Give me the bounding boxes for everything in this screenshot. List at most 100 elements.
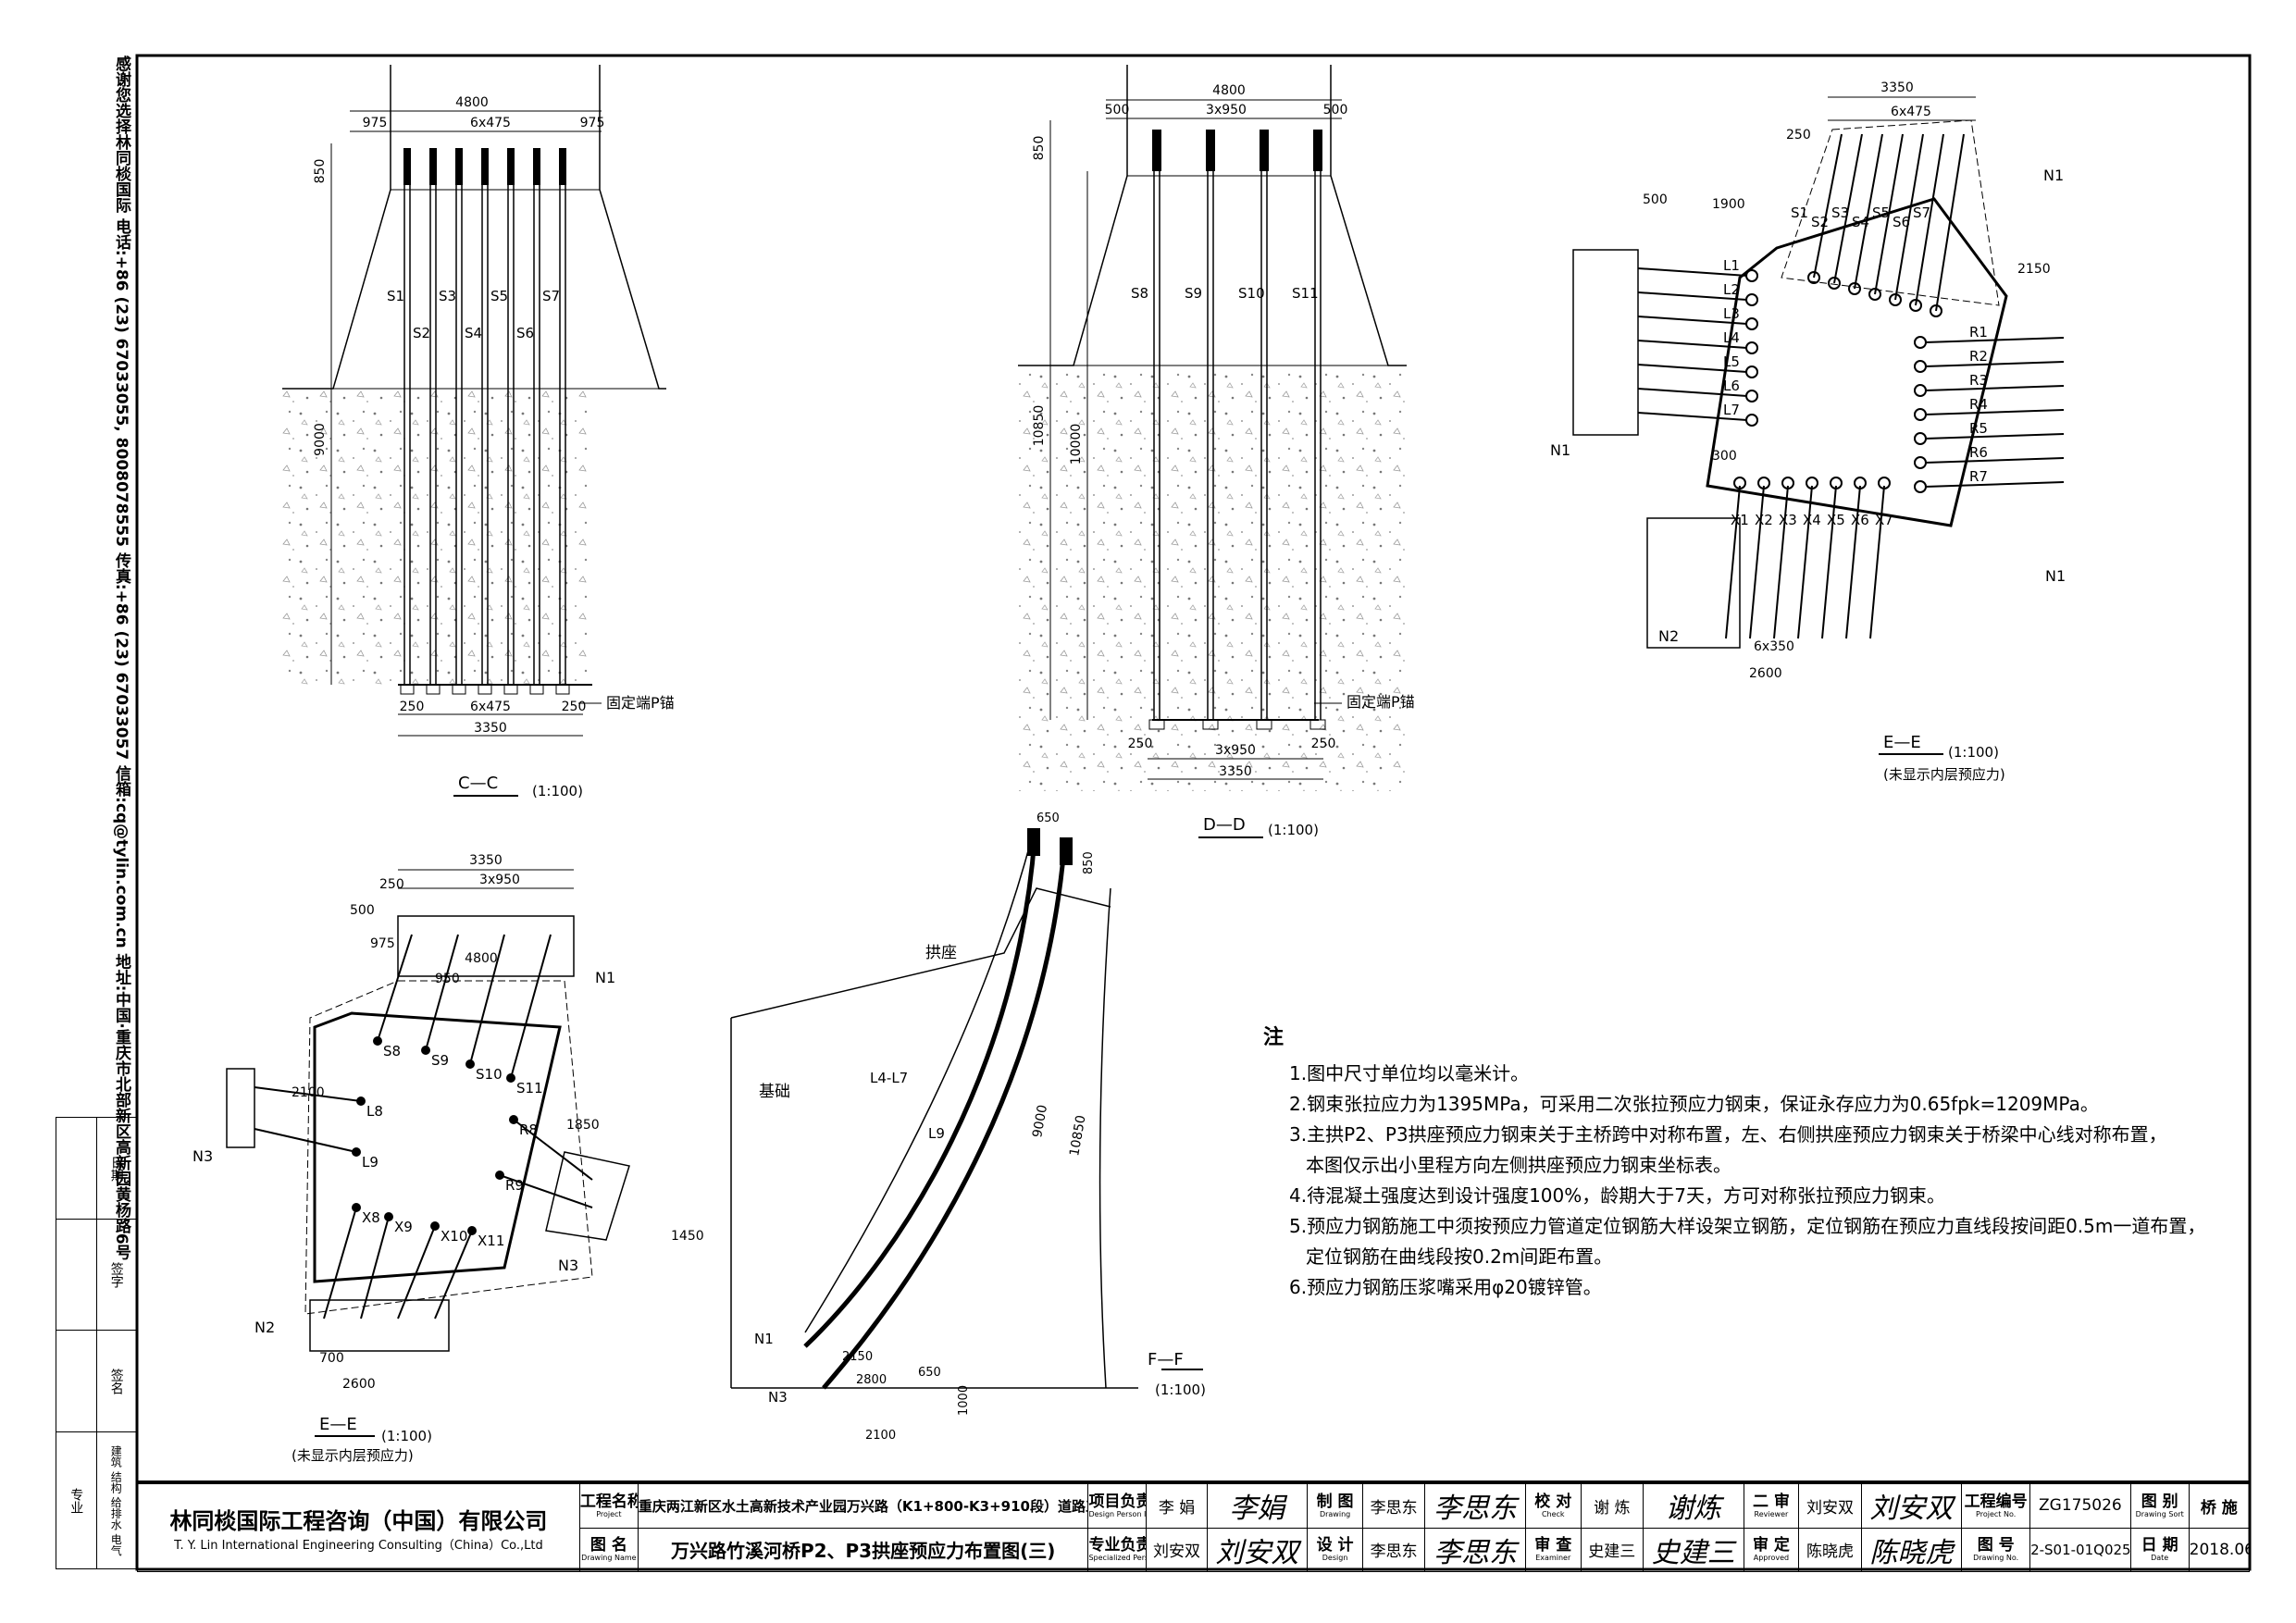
ee-top-tendon-anchor — [1878, 477, 1891, 489]
ee-top-tendon-line — [1915, 133, 1944, 306]
company-name: 林同棪国际工程咨询（中国）有限公司 T. Y. Lin Internationa… — [137, 1483, 580, 1572]
ee-bot-dim-3350: 3350 — [469, 853, 503, 868]
cc-tendon-label: S2 — [413, 325, 430, 341]
view-ee-top: S1S2S3S4S5S6S7L1L2L3L4L5L6L7R1R2R3R4R5R6… — [1550, 81, 2066, 783]
ff-dim-10850: 10850 — [1067, 1114, 1088, 1158]
ee-bot-tendon-line — [360, 1216, 390, 1319]
dd-tendon-label: S10 — [1238, 285, 1265, 302]
ee-bot-tendon-line — [434, 1230, 473, 1319]
ee-top-tendon-anchor — [1745, 317, 1758, 330]
ee-top-tendon-label: S5 — [1872, 204, 1890, 221]
view-ff: 拱座 基础 L4-L7 L9 N1 N3 650 850 9000 10850 … — [730, 812, 1206, 1443]
note-item-1: 1.图中尺寸单位均以毫米计。 — [1289, 1062, 1530, 1084]
ee-top-tendon-label: S2 — [1811, 214, 1829, 230]
ee-bot-dim-950: 950 — [435, 972, 460, 986]
ee-bot-tendon-label: S9 — [431, 1052, 449, 1069]
dd-dim-h850: 850 — [1032, 136, 1047, 161]
ee-top-tendon-line — [1924, 337, 2065, 343]
ee-top-n1-a: N1 — [2043, 167, 2064, 184]
side-rows: 建筑 结构 给排水 电气 — [95, 1431, 137, 1569]
side-h-sign: 签字 — [95, 1219, 137, 1331]
ee-bot-tendon-group: S8S9S10S11L8L9R8R9X8X9X10X11 — [254, 934, 593, 1319]
drawing-no: 2-S01-01Q025 — [2029, 1527, 2131, 1572]
ee-top-tendon-line — [1821, 485, 1837, 639]
ee-top-tendon-label: X3 — [1779, 512, 1797, 528]
ee-top-tendon-anchor — [1914, 384, 1927, 397]
ee-top-tendon-label: X1 — [1731, 512, 1749, 528]
ee-bot-tendon-line — [513, 1119, 593, 1181]
ee-top-tendon-line — [1924, 433, 2065, 440]
ee-top-tendon-line — [1637, 388, 1748, 397]
ee-bot-n3-a: N3 — [192, 1147, 213, 1165]
dd-fixed-anchor — [1202, 719, 1219, 730]
cc-dim-h850: 850 — [313, 159, 328, 184]
ee-top-tendon-line — [1813, 133, 1843, 279]
dd-dim-top-mid: 3x950 — [1206, 103, 1247, 118]
cc-dim-top-left: 975 — [363, 116, 388, 130]
ee-top-tendon-line — [1637, 364, 1748, 373]
ee-bot-dim-2100: 2100 — [292, 1085, 325, 1100]
ee-top-tendon-label: X5 — [1827, 512, 1845, 528]
ee-top-tendon-line — [1935, 133, 1965, 312]
ee-top-tendon-anchor — [1745, 269, 1758, 282]
ff-label-arch-seat: 拱座 — [925, 944, 957, 962]
ee-bot-subtitle: (未显示内层预应力) — [292, 1447, 414, 1464]
ee-top-tendon-label: S1 — [1791, 204, 1808, 221]
ee-top-tendon-anchor — [1733, 477, 1746, 489]
ff-label-n1: N1 — [754, 1331, 774, 1347]
cc-fixed-anchor — [452, 684, 466, 695]
ee-top-subtitle: (未显示内层预应力) — [1883, 766, 2005, 783]
ee-top-tendon-label: S4 — [1852, 214, 1869, 230]
ee-top-tendon-anchor — [1830, 477, 1843, 489]
drafter-name: 李思东 — [1361, 1483, 1426, 1529]
ee-top-dim-2600: 2600 — [1749, 666, 1782, 681]
cc-anchor-head — [429, 148, 437, 185]
examiner-name: 史建三 — [1580, 1527, 1644, 1572]
dd-dim-bot-total: 3350 — [1219, 764, 1252, 779]
ee-top-tendon-label: S3 — [1831, 204, 1849, 221]
examiner-signature: 史建三 — [1642, 1527, 1744, 1572]
dd-dim-top-right: 500 — [1323, 103, 1348, 118]
note-item-3-cont: 本图仅示出小里程方向左侧拱座预应力钢束坐标表。 — [1306, 1154, 1731, 1176]
cc-anchor-label: 固定端P锚 — [606, 694, 675, 712]
ee-top-tendon-line — [1924, 481, 2065, 488]
ee-top-tendon-line — [1924, 409, 2065, 415]
ee-top-dim-300: 300 — [1712, 449, 1737, 464]
ee-top-tendon-label: R6 — [1969, 444, 1988, 461]
cc-tendon-label: S7 — [542, 288, 560, 304]
ee-top-tendon-anchor — [1848, 282, 1861, 295]
ee-bot-tendon-label: X9 — [394, 1219, 413, 1235]
ee-top-tendon-label: L2 — [1723, 281, 1740, 298]
ee-bot-tendon-line — [425, 934, 459, 1051]
cc-dim-bot-left: 250 — [400, 700, 425, 714]
ee-bot-n3-b: N3 — [558, 1257, 578, 1274]
ff-scale: (1:100) — [1155, 1381, 1206, 1398]
ee-top-tendon-anchor — [1909, 299, 1922, 312]
ee-top-tendon-anchor — [1745, 414, 1758, 427]
ff-dim-1000: 1000 — [957, 1385, 971, 1416]
ff-dim-650: 650 — [1036, 812, 1060, 825]
cc-foundation — [282, 389, 588, 685]
ee-top-dim-2150: 2150 — [2017, 262, 2051, 277]
ee-top-tendon-line — [1725, 485, 1741, 639]
ee-top-tendon-anchor — [1854, 477, 1867, 489]
cc-fixed-anchor — [503, 684, 518, 695]
ff-dim-2100: 2100 — [865, 1429, 896, 1443]
dd-title: D—D — [1203, 815, 1246, 835]
ee-bot-dim-4800: 4800 — [465, 951, 498, 966]
ee-top-n1-b: N1 — [1550, 441, 1570, 459]
project-lead-name: 李 娟 — [1146, 1483, 1208, 1529]
dd-dim-bot-right: 250 — [1311, 737, 1336, 751]
ee-top-tendon-label: R4 — [1969, 396, 1988, 413]
reviewer-name: 刘安双 — [1798, 1483, 1862, 1529]
cc-scale: (1:100) — [532, 783, 583, 799]
ee-top-tendon-line — [1797, 485, 1813, 639]
ee-top-tendon-line — [1924, 361, 2065, 367]
